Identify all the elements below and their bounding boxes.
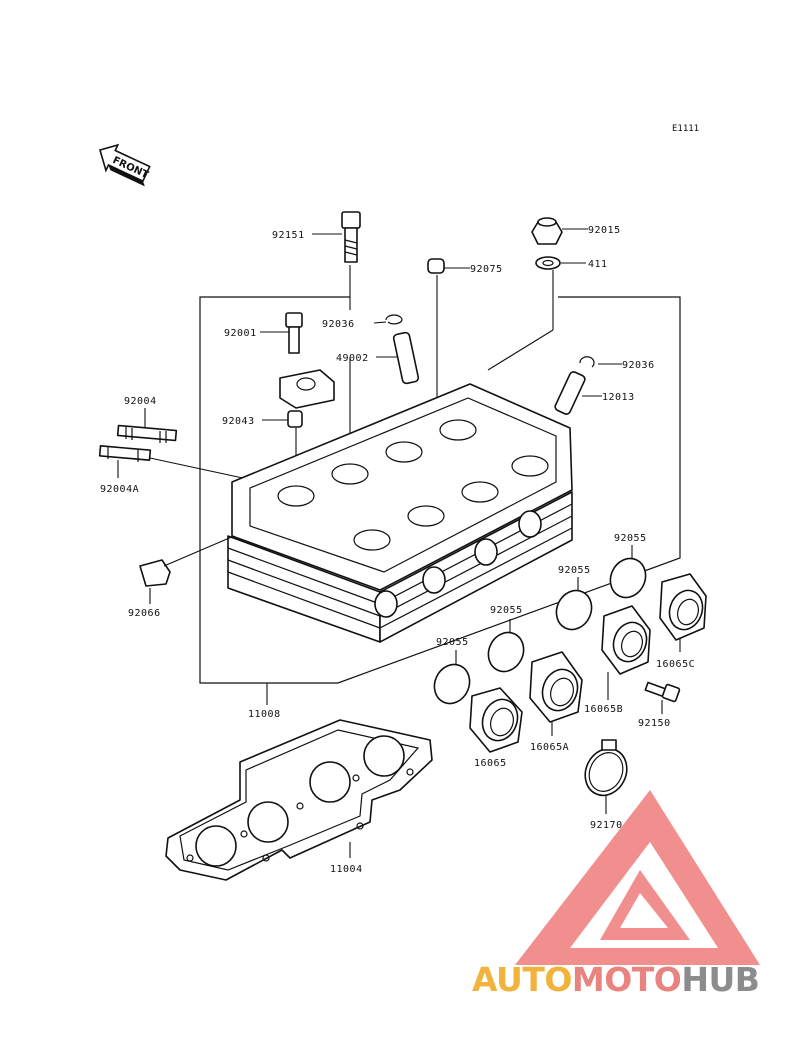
wordmark-part-a: AUTO	[472, 960, 572, 999]
clamp-92170	[584, 739, 628, 814]
label-92015: 92015	[588, 225, 621, 236]
wordmark-part-c: HUB	[681, 960, 760, 999]
stud-92004	[116, 408, 178, 443]
cylinder-head-11008	[227, 383, 573, 643]
dowel-92043	[262, 410, 303, 478]
clip-92036-right	[579, 356, 622, 368]
oring-92055-b	[555, 577, 593, 631]
label-16065B: 16065B	[584, 704, 623, 715]
wordmark-part-b: MOTO	[571, 960, 682, 999]
label-92036-upper: 92036	[322, 319, 355, 330]
holder-16065B	[601, 605, 651, 700]
bolt-92001	[260, 312, 303, 354]
bolt-92150	[644, 681, 681, 714]
washer-411	[487, 256, 586, 371]
label-92150: 92150	[638, 718, 671, 729]
nut-92015	[531, 217, 588, 245]
watermark-logo-icon	[515, 790, 760, 965]
gasket-11004	[165, 719, 433, 881]
stud-92004A	[98, 445, 253, 481]
oring-92055-a	[609, 545, 647, 599]
oring-92055-c	[487, 619, 525, 673]
label-12013: 12013	[602, 392, 635, 403]
frame-11008	[199, 296, 681, 684]
label-92170: 92170	[590, 820, 623, 831]
holder-16065A	[529, 651, 583, 736]
plug-92066	[139, 535, 235, 604]
label-16065A: 16065A	[530, 742, 569, 753]
cam-cap	[279, 369, 335, 409]
label-92075: 92075	[470, 264, 503, 275]
label-11008: 11008	[248, 709, 281, 720]
holder-16065C	[659, 573, 707, 652]
label-411: 411	[588, 259, 608, 270]
label-16065C: 16065C	[656, 659, 695, 670]
label-92004A: 92004A	[100, 484, 139, 495]
holder-16065	[469, 687, 523, 753]
label-92066: 92066	[128, 608, 161, 619]
oring-92055-d	[433, 650, 471, 705]
label-92001: 92001	[224, 328, 257, 339]
label-92055-c: 92055	[490, 605, 523, 616]
guide-12013	[554, 371, 602, 415]
clip-92036-upper	[373, 314, 403, 325]
cap-92075	[427, 258, 470, 430]
bolt-92151	[312, 211, 361, 310]
label-92043: 92043	[222, 416, 255, 427]
label-92055-b: 92055	[558, 565, 591, 576]
label-92004: 92004	[124, 396, 157, 407]
front-arrow-icon: FRONT	[99, 143, 151, 187]
label-11004: 11004	[330, 864, 363, 875]
label-16065: 16065	[474, 758, 507, 769]
watermark-wordmark: AUTOMOTOHUB	[472, 960, 760, 1004]
label-92055-d: 92055	[436, 637, 469, 648]
label-92151: 92151	[272, 230, 305, 241]
diagram-code: E1111	[672, 124, 699, 134]
label-92036-right: 92036	[622, 360, 655, 371]
label-49002: 49002	[336, 353, 369, 364]
label-92055-a: 92055	[614, 533, 647, 544]
